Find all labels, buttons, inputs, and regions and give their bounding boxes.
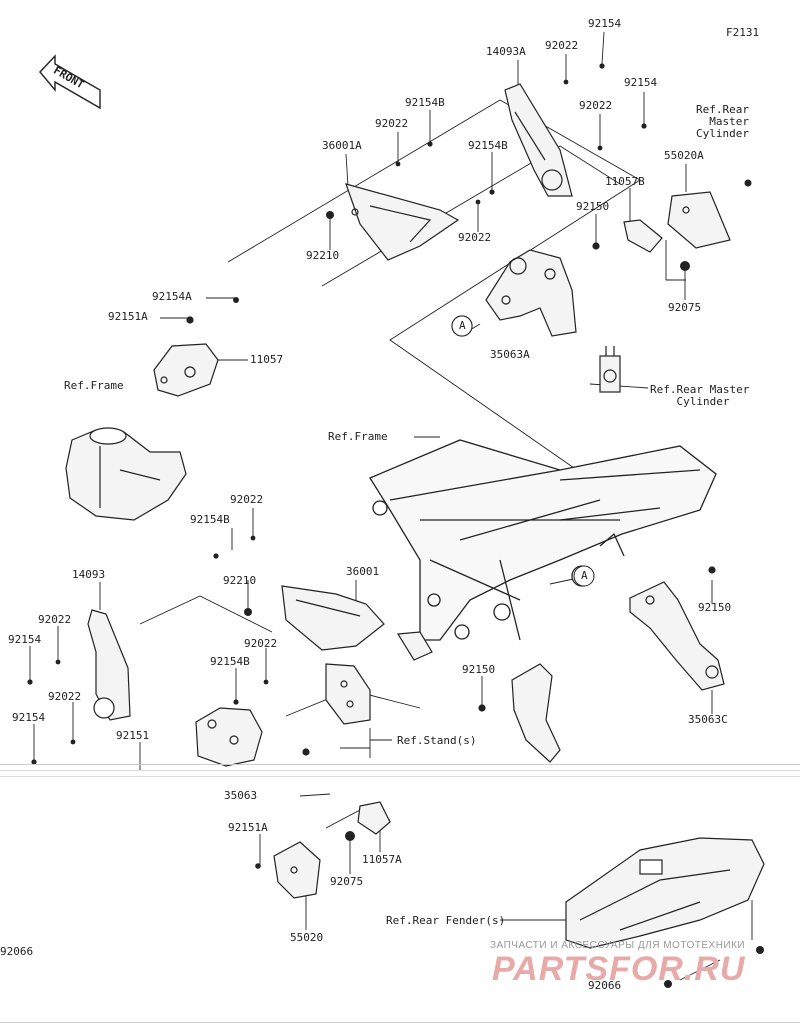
callout-label: 92022	[579, 99, 613, 112]
part-36001	[281, 585, 385, 651]
callout-label: 36001	[346, 565, 380, 578]
part-55020a	[667, 191, 731, 249]
figure-code: F2131	[726, 26, 760, 39]
callout-label: 92022	[375, 117, 409, 130]
callout-label: 92151	[116, 729, 150, 742]
callout-label: 36001A	[322, 139, 362, 152]
callout-label: 92022	[458, 231, 492, 244]
callout-label: 92150	[698, 601, 732, 614]
scan-noise	[0, 1022, 800, 1023]
left-frame-ref	[65, 427, 187, 521]
callout-label: 92022	[38, 613, 72, 626]
callout-label: 92154	[588, 17, 622, 30]
callout-label: 92154	[12, 711, 46, 724]
part-36001a	[345, 183, 460, 261]
callout-label: 92066	[0, 945, 34, 958]
ref-rear-fender: Ref.Rear Fender(s)	[386, 914, 506, 927]
ref-rear-master-cylinder-top: Ref.Rear Master Cylinder	[696, 103, 749, 140]
part-14093a	[504, 83, 573, 197]
marker-a-2-icon	[573, 565, 595, 587]
callout-label: 14093	[72, 568, 106, 581]
callout-label: 92022	[230, 493, 264, 506]
callout-label: 92075	[668, 301, 702, 314]
part-11057b	[623, 219, 663, 253]
callout-label: 92150	[462, 663, 496, 676]
part-55020	[273, 841, 321, 899]
watermark-logo: PARTSFOR.RU	[492, 950, 746, 988]
callout-label: 92150	[576, 200, 610, 213]
ref-stand: Ref.Stand(s)	[397, 734, 477, 747]
callout-label: 92154	[8, 633, 42, 646]
part-14093	[87, 609, 131, 721]
callout-label: 92151A	[228, 821, 268, 834]
callout-label: 55020	[290, 931, 324, 944]
ref-frame-left: Ref.Frame	[64, 379, 124, 392]
stand-bracket-ref	[325, 631, 433, 725]
callout-label: 11057B	[605, 175, 645, 188]
callout-label: 35063C	[688, 713, 728, 726]
callout-label: 14093A	[486, 45, 526, 58]
watermark-tagline: ЗАПЧАСТИ И АКСЕССУАРЫ ДЛЯ МОТОТЕХНИКИ	[490, 940, 746, 951]
scan-noise	[0, 770, 800, 771]
ref-frame-center: Ref.Frame	[328, 430, 388, 443]
ref-rear-master-cylinder: Ref.Rear Master Cylinder	[650, 383, 750, 408]
callout-label: 92210	[306, 249, 340, 262]
callout-label: 92022	[545, 39, 579, 52]
marker-a-2: A	[581, 569, 588, 582]
scan-noise	[0, 776, 800, 777]
part-35063c	[629, 581, 725, 691]
rear-master-cylinder-ref	[599, 346, 621, 393]
part-lower-left-bracket	[195, 707, 263, 767]
scan-noise	[0, 764, 800, 765]
callout-label: 92210	[223, 574, 257, 587]
callout-label: 92066	[588, 979, 622, 992]
callout-label: 92151A	[108, 310, 148, 323]
marker-a-1-icon	[451, 315, 473, 337]
callout-label: 11057	[250, 353, 284, 366]
callout-label: 92154B	[210, 655, 250, 668]
callout-label: 92075	[330, 875, 364, 888]
fasteners	[27, 63, 764, 988]
callout-label: 92154B	[468, 139, 508, 152]
callout-label: 11057A	[362, 853, 402, 866]
callout-label: 92154A	[152, 290, 192, 303]
stand-arm-ref	[511, 663, 561, 763]
part-11057a	[357, 801, 391, 835]
callout-label: 35063A	[490, 348, 530, 361]
leader-lines	[29, 31, 753, 981]
rear-fender-ref	[565, 837, 765, 949]
marker-a-1: A	[459, 319, 466, 332]
callout-label: 92022	[48, 690, 82, 703]
callout-label: 55020A	[664, 149, 704, 162]
callout-label: 92154B	[405, 96, 445, 109]
front-arrow-icon	[39, 54, 101, 110]
callout-label: 92154B	[190, 513, 230, 526]
part-11057	[153, 343, 219, 397]
callout-label: 92022	[244, 637, 278, 650]
callout-label: 92154	[624, 76, 658, 89]
callout-label: 35063	[224, 789, 258, 802]
main-frame	[369, 439, 717, 641]
